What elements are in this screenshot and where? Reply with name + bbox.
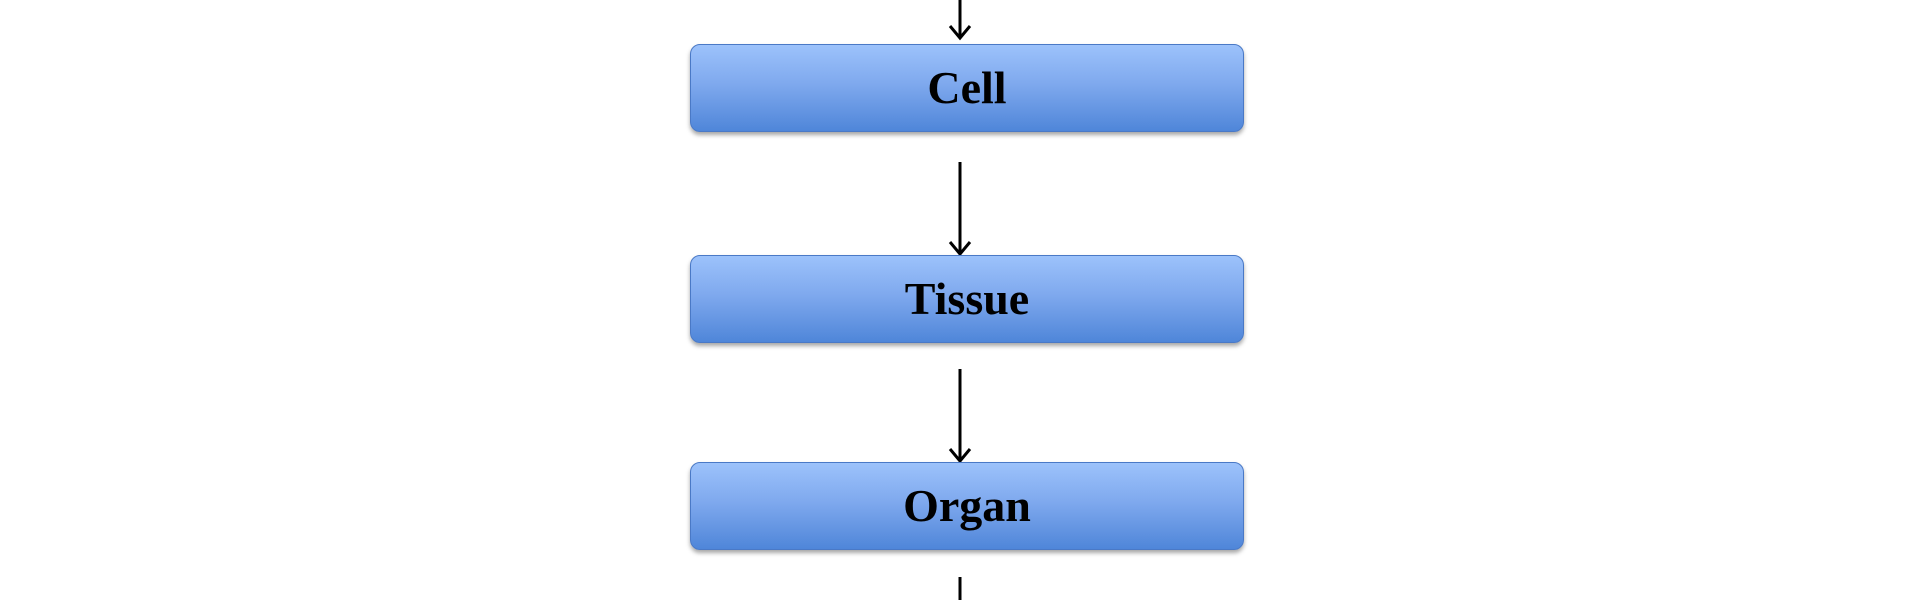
- node-organ: Organ: [690, 462, 1244, 550]
- arrow-cell-to-tissue: [948, 162, 972, 257]
- node-tissue: Tissue: [690, 255, 1244, 343]
- node-cell: Cell: [690, 44, 1244, 132]
- node-organ-label: Organ: [903, 480, 1031, 531]
- node-cell-label: Cell: [927, 62, 1007, 113]
- node-tissue-label: Tissue: [904, 273, 1030, 324]
- arrow-into-cell: [948, 0, 972, 41]
- arrow-out-of-organ: [958, 577, 962, 600]
- arrow-tissue-to-organ: [948, 369, 972, 464]
